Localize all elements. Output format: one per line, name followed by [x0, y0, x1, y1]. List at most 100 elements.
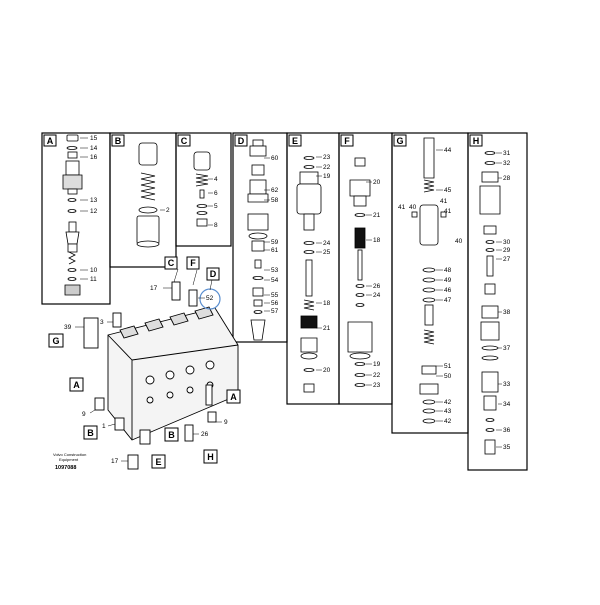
- callout-d-56: 56: [271, 300, 279, 307]
- callout-g-46: 46: [444, 287, 452, 294]
- assembly-callout-9-right: 9: [224, 419, 228, 426]
- panel-c-letter: C: [181, 136, 188, 146]
- callout-c-6: 6: [214, 190, 218, 197]
- callout-g-50: 50: [444, 373, 452, 380]
- assembly-leader-lines: [75, 268, 222, 462]
- panel-c-frame: [175, 132, 232, 247]
- callout-h-36: 36: [503, 427, 511, 434]
- panel-f-letter: F: [344, 136, 350, 146]
- callout-h-32: 32: [503, 160, 511, 167]
- callout-e-21: 21: [323, 325, 331, 332]
- callout-e-20: 20: [323, 367, 331, 374]
- callout-e-19: 19: [323, 173, 331, 180]
- callout-e-18: 18: [323, 300, 331, 307]
- assembly-label-e: E: [155, 457, 161, 467]
- panel-numbers: 15 14 16 13 12 10 11 2 4 6 5 8 60 62 58 …: [90, 135, 511, 451]
- panel-h-parts: [479, 151, 501, 455]
- callout-c-4: 4: [214, 176, 218, 183]
- callout-c-8: 8: [214, 222, 218, 229]
- assembly-label-a-right: A: [230, 392, 237, 402]
- callout-d-53: 53: [271, 267, 279, 274]
- panel-a-parts: [62, 134, 83, 296]
- panel-e-letter: E: [292, 136, 298, 146]
- assembly-label-c: C: [168, 258, 175, 268]
- callout-g-51: 51: [444, 363, 452, 370]
- callout-f-20: 20: [373, 179, 381, 186]
- callout-d-60: 60: [271, 155, 279, 162]
- callout-g-40-left: 40: [409, 204, 417, 211]
- assembly-label-h: H: [207, 452, 214, 462]
- callout-f-21: 21: [373, 212, 381, 219]
- callout-f-23: 23: [373, 382, 381, 389]
- assembly-label-b-left: B: [87, 428, 94, 438]
- assembly-callout-39: 39: [64, 324, 72, 331]
- callout-h-34: 34: [503, 401, 511, 408]
- callout-a-16: 16: [90, 154, 98, 161]
- panel-g-letter: G: [396, 136, 403, 146]
- callout-f-18: 18: [373, 237, 381, 244]
- callout-a-15: 15: [90, 135, 98, 142]
- panel-f-parts: [347, 157, 373, 387]
- callout-g-41-left: 41: [398, 204, 406, 211]
- callout-h-35: 35: [503, 444, 511, 451]
- assembly-label-a-left: A: [73, 380, 80, 390]
- callout-f-22: 22: [373, 372, 381, 379]
- panel-letters: A B C D E F G H: [43, 134, 483, 147]
- callout-g-41-right-2: 41: [444, 208, 452, 215]
- callout-d-62: 62: [271, 187, 279, 194]
- panel-frames: [41, 132, 528, 471]
- callout-g-40-right: 40: [455, 238, 463, 245]
- credit-line-1: Volvo Construction: [53, 452, 86, 457]
- panel-a-letter: A: [47, 136, 54, 146]
- credit-block: Volvo Construction Equipment 1097088: [53, 452, 86, 471]
- panel-d-letter: D: [238, 136, 245, 146]
- callout-g-42-top: 42: [444, 399, 452, 406]
- valve-assembly: [83, 281, 239, 470]
- assembly-label-g: G: [52, 336, 59, 346]
- assembly-callout-52: 52: [206, 295, 214, 302]
- callout-a-14: 14: [90, 145, 98, 152]
- assembly-label-f: F: [190, 258, 196, 268]
- callout-d-58: 58: [271, 197, 279, 204]
- callout-h-28: 28: [503, 175, 511, 182]
- callout-g-42-bottom: 42: [444, 418, 452, 425]
- callout-e-25: 25: [323, 249, 331, 256]
- assembly-letters: F D C G A A B B E H: [48, 256, 241, 469]
- callout-g-48: 48: [444, 267, 452, 274]
- drawing-code: 1097088: [55, 465, 76, 471]
- assembly-callouts: 17 52 3 39 9 1 26 9 17: [64, 285, 228, 465]
- panel-leader-lines: [80, 137, 502, 448]
- assembly-callout-9-left: 9: [82, 411, 86, 418]
- panel-d-parts: [247, 139, 269, 341]
- callout-g-47: 47: [444, 297, 452, 304]
- callout-d-55: 55: [271, 292, 279, 299]
- callout-d-61: 61: [271, 247, 279, 254]
- callout-a-10: 10: [90, 267, 98, 274]
- callout-a-11: 11: [90, 276, 97, 283]
- callout-g-49: 49: [444, 277, 452, 284]
- callout-h-27: 27: [503, 256, 511, 263]
- callout-d-57: 57: [271, 308, 279, 315]
- assembly-callout-3: 3: [100, 319, 104, 326]
- callout-a-12: 12: [90, 208, 98, 215]
- callout-g-45: 45: [444, 187, 452, 194]
- callout-h-33: 33: [503, 381, 511, 388]
- callout-d-59: 59: [271, 239, 279, 246]
- callout-h-30: 30: [503, 239, 511, 246]
- assembly-callout-1: 1: [102, 423, 106, 430]
- callout-d-54: 54: [271, 277, 279, 284]
- panel-h-letter: H: [473, 136, 480, 146]
- callout-g-44: 44: [444, 147, 452, 154]
- callout-f-19: 19: [373, 361, 381, 368]
- callout-h-29: 29: [503, 247, 511, 254]
- credit-line-2: Equipment: [59, 457, 79, 462]
- panel-g-parts: [411, 137, 447, 424]
- callout-e-22: 22: [323, 164, 331, 171]
- panel-e-parts: [296, 156, 322, 393]
- callout-h-31: 31: [503, 150, 511, 157]
- callout-b-2: 2: [166, 207, 170, 214]
- assembly-label-b-right: B: [168, 430, 175, 440]
- assembly-callout-26: 26: [201, 431, 209, 438]
